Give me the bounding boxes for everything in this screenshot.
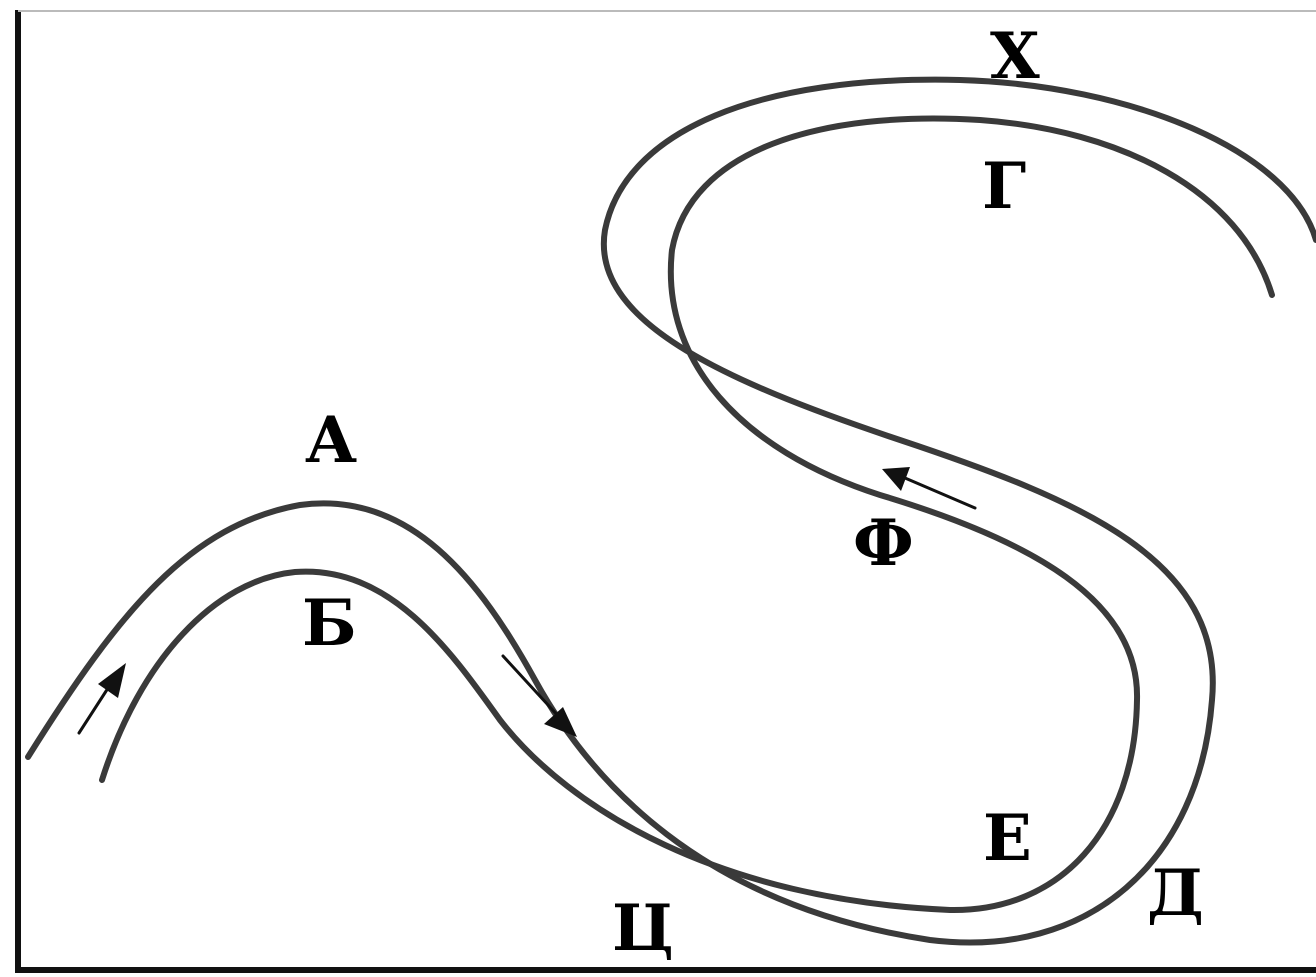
label-g: Г bbox=[982, 149, 1026, 224]
label-kh: Х bbox=[990, 19, 1040, 94]
label-b: Б bbox=[302, 586, 357, 661]
flow-arrow-middle bbox=[501, 654, 577, 737]
label-d: Д bbox=[1147, 856, 1204, 931]
river-bank-outer bbox=[25, 76, 1316, 946]
flow-arrow-right bbox=[882, 467, 977, 510]
river-bank-inner bbox=[99, 115, 1275, 914]
label-f: Ф bbox=[853, 506, 914, 581]
flow-arrow-left bbox=[77, 663, 126, 735]
label-ts: Ц bbox=[612, 891, 674, 966]
label-a: А bbox=[305, 403, 357, 478]
label-e: Е bbox=[983, 801, 1032, 876]
